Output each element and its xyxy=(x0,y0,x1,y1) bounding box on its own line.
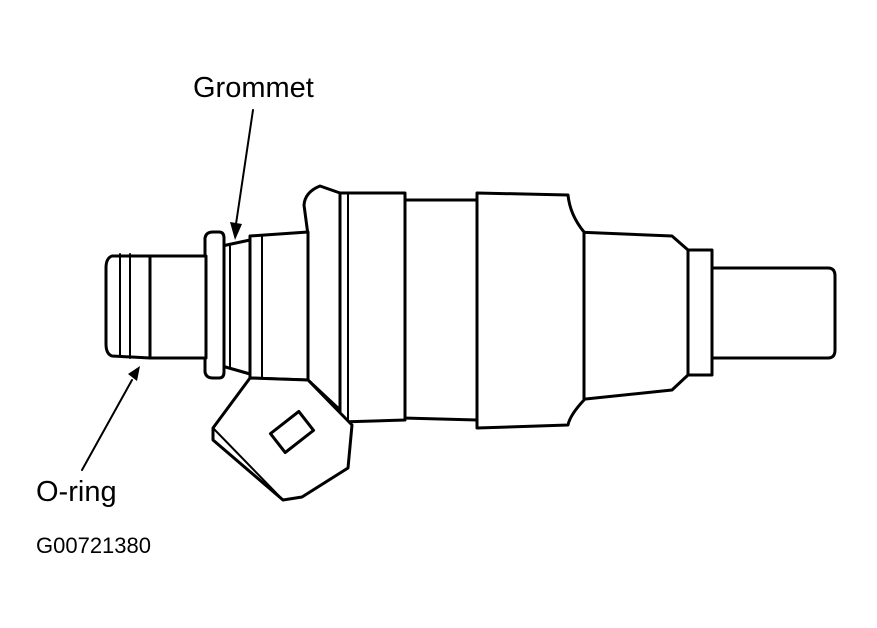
injector-tip-collar xyxy=(686,248,714,377)
injector-lower-body xyxy=(574,230,690,402)
injector-middle-body xyxy=(401,198,479,422)
injector-inlet-tube xyxy=(148,254,208,360)
injector-upper-section xyxy=(248,230,310,382)
figure-id-label: G00721380 xyxy=(36,533,151,558)
oring-arrowhead xyxy=(128,366,140,381)
injector-housing-ring xyxy=(338,191,407,424)
injector-main-band xyxy=(475,191,586,430)
grommet-arrowhead xyxy=(230,222,242,240)
connector-terminal-slot xyxy=(268,409,316,455)
grommet-leader-line xyxy=(235,109,254,225)
oring-label: O-ring xyxy=(36,476,117,508)
oring-leader-line xyxy=(81,379,133,471)
o-ring-shape xyxy=(104,254,152,360)
injector-inlet-flange xyxy=(203,230,226,380)
grommet-label: Grommet xyxy=(193,72,314,104)
grommet-shape xyxy=(220,238,252,376)
injector-outlet-tip xyxy=(710,266,837,360)
